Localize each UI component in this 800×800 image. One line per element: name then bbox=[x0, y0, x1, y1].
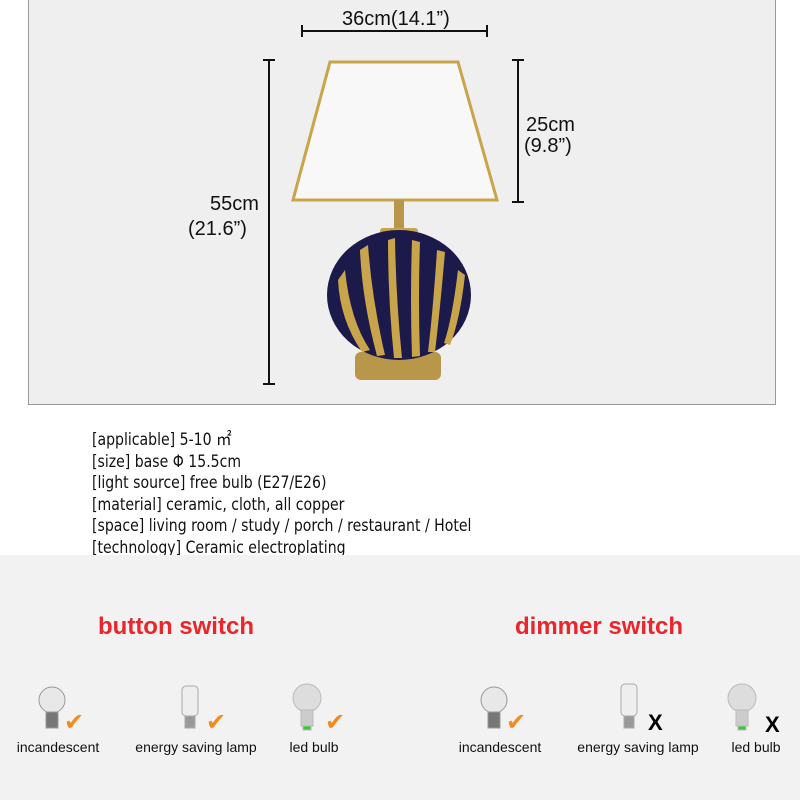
check-icon: ✔ bbox=[64, 708, 85, 736]
cross-icon: X bbox=[648, 710, 663, 735]
spec-applicable: [applicable] 5-10 ㎡ bbox=[92, 430, 232, 450]
bulb-label: incandescent bbox=[16, 739, 100, 755]
check-icon: ✔ bbox=[206, 708, 227, 736]
spec-technology: [technology] Ceramic electroplating bbox=[92, 537, 346, 558]
spec-material: [material] ceramic, cloth, all copper bbox=[92, 494, 345, 515]
spec-space: [space] living room / study / porch / re… bbox=[92, 516, 472, 536]
led-bulb-icon bbox=[292, 683, 322, 731]
check-icon: ✔ bbox=[506, 708, 527, 736]
shade-height-in: (9.8”) bbox=[524, 135, 572, 157]
lamp-illustration bbox=[263, 25, 524, 385]
bulb-label: energy saving lamp bbox=[135, 739, 257, 755]
shade-height-cm: 25cm bbox=[526, 114, 575, 136]
bulb-label: led bulb bbox=[289, 739, 339, 755]
bulb-label: led bulb bbox=[731, 739, 781, 755]
spec-size: [size] base Φ 15.5cm bbox=[92, 451, 242, 472]
energy-saving-bulb-icon bbox=[181, 685, 199, 729]
bulb-label: incandescent bbox=[458, 739, 542, 755]
bulb-icons bbox=[38, 683, 757, 731]
incandescent-bulb-icon bbox=[38, 686, 66, 729]
incandescent-bulb-icon bbox=[480, 686, 508, 729]
check-icon: ✔ bbox=[325, 708, 346, 736]
spec-light-source: [light source] free bulb (E27/E26) bbox=[92, 473, 327, 493]
switch-compatibility-section bbox=[0, 555, 800, 800]
total-height-in: (21.6”) bbox=[188, 218, 247, 240]
cross-icon: X bbox=[765, 712, 780, 737]
led-bulb-icon bbox=[727, 683, 757, 731]
button-switch-title: button switch bbox=[98, 613, 254, 640]
spec-list: [applicable] 5-10 ㎡ [size] base Φ 15.5cm… bbox=[92, 430, 471, 559]
bulb-label: energy saving lamp bbox=[577, 739, 699, 755]
energy-saving-bulb-icon bbox=[620, 683, 638, 729]
total-height-cm: 55cm bbox=[210, 193, 259, 215]
width-dimension-label: 36cm(14.1”) bbox=[342, 8, 450, 30]
dimmer-switch-title: dimmer switch bbox=[515, 613, 684, 640]
